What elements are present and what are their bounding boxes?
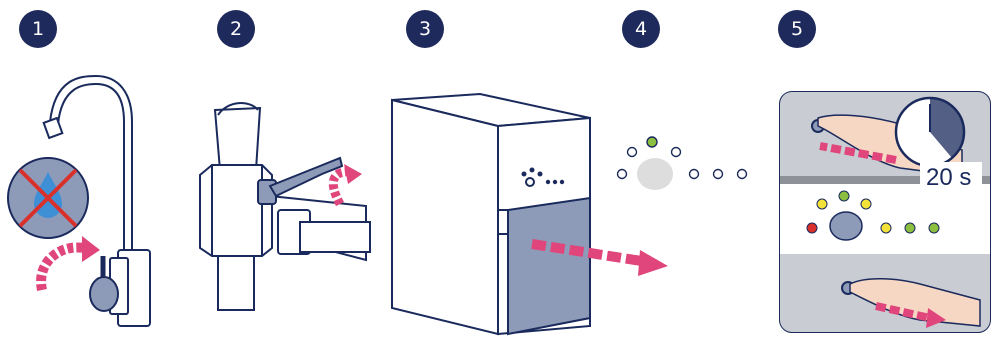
rotate-arrow-icon xyxy=(333,164,362,204)
timer-label: 20 s xyxy=(926,164,971,191)
rotate-arrow-icon xyxy=(41,236,100,290)
filter-unit-icon xyxy=(392,94,590,334)
valve-icon xyxy=(200,103,370,310)
timer-icon xyxy=(896,98,964,166)
no-water-icon xyxy=(8,158,88,238)
led-indicator-icon xyxy=(618,137,747,190)
